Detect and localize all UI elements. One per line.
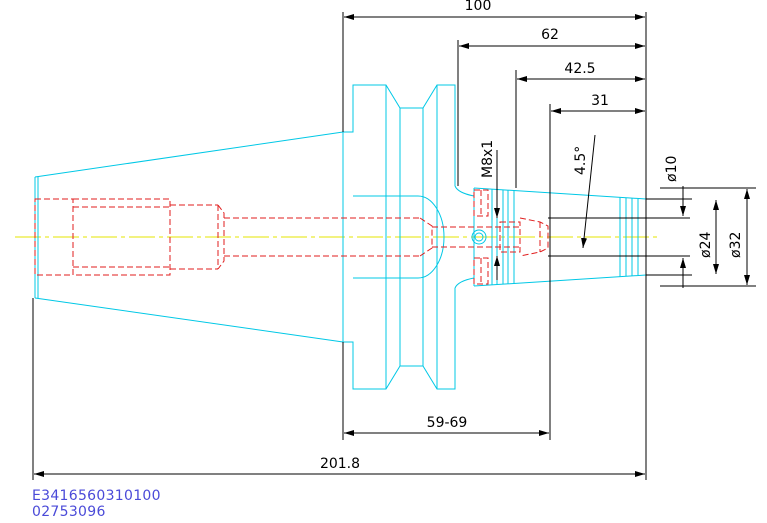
dimension-lines [34, 14, 750, 477]
dim-42-5-label: 42.5 [564, 61, 595, 77]
dia-32-label: ø32 [728, 232, 744, 258]
part-code: E3416560310100 [32, 488, 161, 504]
dim-100-label: 100 [465, 0, 492, 14]
thread-label: M8x1 [480, 140, 496, 178]
cross-hole [471, 229, 487, 245]
part-outline [34, 84, 647, 390]
angle-label: 4.5° [573, 146, 589, 175]
dia-10-label: ø10 [664, 156, 680, 182]
extension-lines [32, 12, 756, 480]
dim-201-8-label: 201.8 [320, 456, 360, 472]
dim-59-69-label: 59-69 [427, 415, 468, 431]
hidden-lines [34, 189, 549, 285]
dim-62-label: 62 [541, 27, 559, 43]
dia-24-label: ø24 [698, 232, 714, 258]
dim-31-label: 31 [591, 93, 609, 109]
order-code: 02753096 [32, 504, 106, 520]
angle-leader [581, 134, 596, 249]
cross-hole-inner [474, 232, 484, 242]
